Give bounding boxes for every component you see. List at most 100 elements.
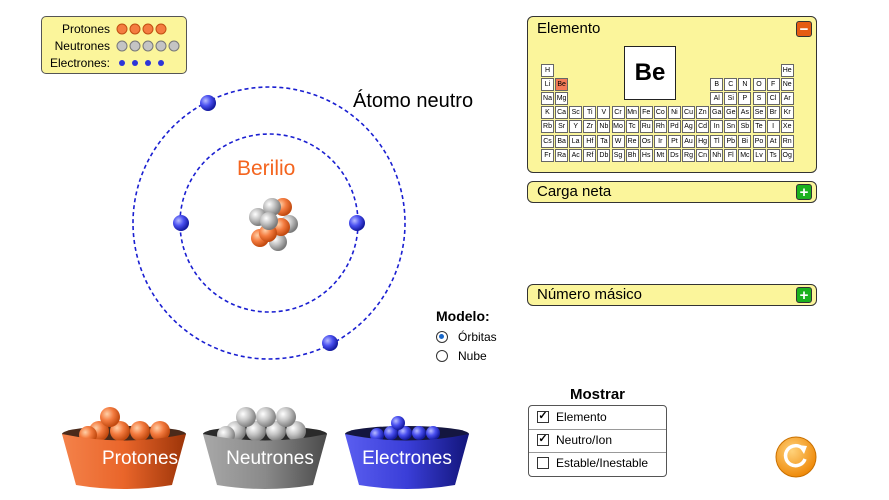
element-cell-cl[interactable]: Cl bbox=[766, 92, 780, 106]
radio-button[interactable] bbox=[436, 350, 448, 362]
electron[interactable] bbox=[322, 335, 338, 351]
element-cell-n[interactable]: N bbox=[738, 78, 752, 92]
element-cell-na[interactable]: Na bbox=[541, 92, 554, 106]
neutron-bucket[interactable] bbox=[203, 407, 327, 489]
show-option-element[interactable]: ✓ Elemento bbox=[529, 406, 666, 430]
element-cell-ts[interactable]: Ts bbox=[766, 148, 780, 162]
element-cell-rf[interactable]: Rf bbox=[583, 148, 597, 162]
element-cell-lv[interactable]: Lv bbox=[752, 148, 766, 162]
element-cell-as[interactable]: As bbox=[738, 106, 752, 120]
element-cell-bi[interactable]: Bi bbox=[738, 134, 752, 148]
element-cell-v[interactable]: V bbox=[597, 106, 611, 120]
nucleus[interactable] bbox=[249, 198, 298, 251]
element-cell-p[interactable]: P bbox=[738, 92, 752, 106]
element-cell-rh[interactable]: Rh bbox=[653, 120, 667, 134]
element-cell-ir[interactable]: Ir bbox=[653, 134, 667, 148]
element-cell-kr[interactable]: Kr bbox=[780, 106, 794, 120]
mass-number-panel[interactable]: Número másico + bbox=[527, 284, 817, 306]
element-cell-br[interactable]: Br bbox=[766, 106, 780, 120]
element-cell-f[interactable]: F bbox=[766, 78, 780, 92]
element-cell-ne[interactable]: Ne bbox=[780, 78, 794, 92]
element-cell-os[interactable]: Os bbox=[639, 134, 653, 148]
element-cell-h[interactable]: H bbox=[541, 64, 554, 77]
element-cell-tl[interactable]: Tl bbox=[710, 134, 724, 148]
element-cell-nh[interactable]: Nh bbox=[710, 148, 724, 162]
reset-button[interactable] bbox=[774, 435, 818, 479]
element-cell-rg[interactable]: Rg bbox=[682, 148, 695, 162]
element-cell-nb[interactable]: Nb bbox=[597, 120, 611, 134]
element-cell-hf[interactable]: Hf bbox=[583, 134, 597, 148]
element-cell-se[interactable]: Se bbox=[752, 106, 766, 120]
electron[interactable] bbox=[173, 215, 189, 231]
element-cell-pt[interactable]: Pt bbox=[667, 134, 681, 148]
element-cell-sg[interactable]: Sg bbox=[611, 148, 625, 162]
element-cell-ga[interactable]: Ga bbox=[710, 106, 724, 120]
element-cell-be[interactable]: Be bbox=[555, 78, 569, 92]
element-cell-fr[interactable]: Fr bbox=[541, 148, 554, 162]
element-cell-ds[interactable]: Ds bbox=[667, 148, 681, 162]
collapse-button[interactable]: − bbox=[796, 21, 812, 37]
element-cell-cu[interactable]: Cu bbox=[682, 106, 695, 120]
element-cell-al[interactable]: Al bbox=[710, 92, 724, 106]
checkbox-checked[interactable]: ✓ bbox=[537, 410, 549, 423]
element-cell-sr[interactable]: Sr bbox=[555, 120, 569, 134]
element-cell-ni[interactable]: Ni bbox=[667, 106, 681, 120]
element-cell-db[interactable]: Db bbox=[597, 148, 611, 162]
element-cell-sc[interactable]: Sc bbox=[569, 106, 583, 120]
element-cell-cn[interactable]: Cn bbox=[696, 148, 710, 162]
element-cell-pb[interactable]: Pb bbox=[724, 134, 738, 148]
element-cell-re[interactable]: Re bbox=[625, 134, 639, 148]
element-cell-sb[interactable]: Sb bbox=[738, 120, 752, 134]
element-cell-bh[interactable]: Bh bbox=[625, 148, 639, 162]
element-cell-cd[interactable]: Cd bbox=[696, 120, 710, 134]
element-cell-b[interactable]: B bbox=[710, 78, 724, 92]
expand-button[interactable]: + bbox=[796, 184, 812, 200]
element-cell-y[interactable]: Y bbox=[569, 120, 583, 134]
element-cell-mt[interactable]: Mt bbox=[653, 148, 667, 162]
expand-button[interactable]: + bbox=[796, 287, 812, 303]
element-cell-sn[interactable]: Sn bbox=[724, 120, 738, 134]
element-cell-ge[interactable]: Ge bbox=[724, 106, 738, 120]
element-cell-ta[interactable]: Ta bbox=[597, 134, 611, 148]
element-cell-ag[interactable]: Ag bbox=[682, 120, 695, 134]
checkbox-unchecked[interactable] bbox=[537, 457, 549, 469]
element-cell-og[interactable]: Og bbox=[780, 148, 794, 162]
proton-bucket[interactable] bbox=[62, 407, 186, 489]
element-cell-in[interactable]: In bbox=[710, 120, 724, 134]
element-cell-he[interactable]: He bbox=[780, 64, 794, 77]
element-cell-ar[interactable]: Ar bbox=[780, 92, 794, 106]
element-cell-fl[interactable]: Fl bbox=[724, 148, 738, 162]
element-cell-ca[interactable]: Ca bbox=[555, 106, 569, 120]
element-cell-tc[interactable]: Tc bbox=[625, 120, 639, 134]
element-cell-k[interactable]: K bbox=[541, 106, 554, 120]
element-cell-li[interactable]: Li bbox=[541, 78, 554, 92]
element-cell-zr[interactable]: Zr bbox=[583, 120, 597, 134]
element-cell-hg[interactable]: Hg bbox=[696, 134, 710, 148]
element-cell-cr[interactable]: Cr bbox=[611, 106, 625, 120]
element-cell-zn[interactable]: Zn bbox=[696, 106, 710, 120]
element-cell-c[interactable]: C bbox=[724, 78, 738, 92]
model-option-orbits[interactable]: Órbitas bbox=[436, 330, 526, 346]
element-cell-ac[interactable]: Ac bbox=[569, 148, 583, 162]
element-cell-la[interactable]: La bbox=[569, 134, 583, 148]
electron[interactable] bbox=[349, 215, 365, 231]
model-option-cloud[interactable]: Nube bbox=[436, 349, 526, 365]
element-cell-pd[interactable]: Pd bbox=[667, 120, 681, 134]
radio-button[interactable] bbox=[436, 331, 448, 343]
element-cell-i[interactable]: I bbox=[766, 120, 780, 134]
element-cell-mn[interactable]: Mn bbox=[625, 106, 639, 120]
element-cell-po[interactable]: Po bbox=[752, 134, 766, 148]
element-cell-ru[interactable]: Ru bbox=[639, 120, 653, 134]
element-cell-xe[interactable]: Xe bbox=[780, 120, 794, 134]
net-charge-panel[interactable]: Carga neta + bbox=[527, 181, 817, 203]
element-cell-fe[interactable]: Fe bbox=[639, 106, 653, 120]
element-cell-au[interactable]: Au bbox=[682, 134, 695, 148]
element-cell-s[interactable]: S bbox=[752, 92, 766, 106]
element-cell-mo[interactable]: Mo bbox=[611, 120, 625, 134]
element-cell-rb[interactable]: Rb bbox=[541, 120, 554, 134]
element-cell-ba[interactable]: Ba bbox=[555, 134, 569, 148]
element-cell-ti[interactable]: Ti bbox=[583, 106, 597, 120]
element-cell-ra[interactable]: Ra bbox=[555, 148, 569, 162]
element-cell-mg[interactable]: Mg bbox=[555, 92, 569, 106]
element-cell-at[interactable]: At bbox=[766, 134, 780, 148]
